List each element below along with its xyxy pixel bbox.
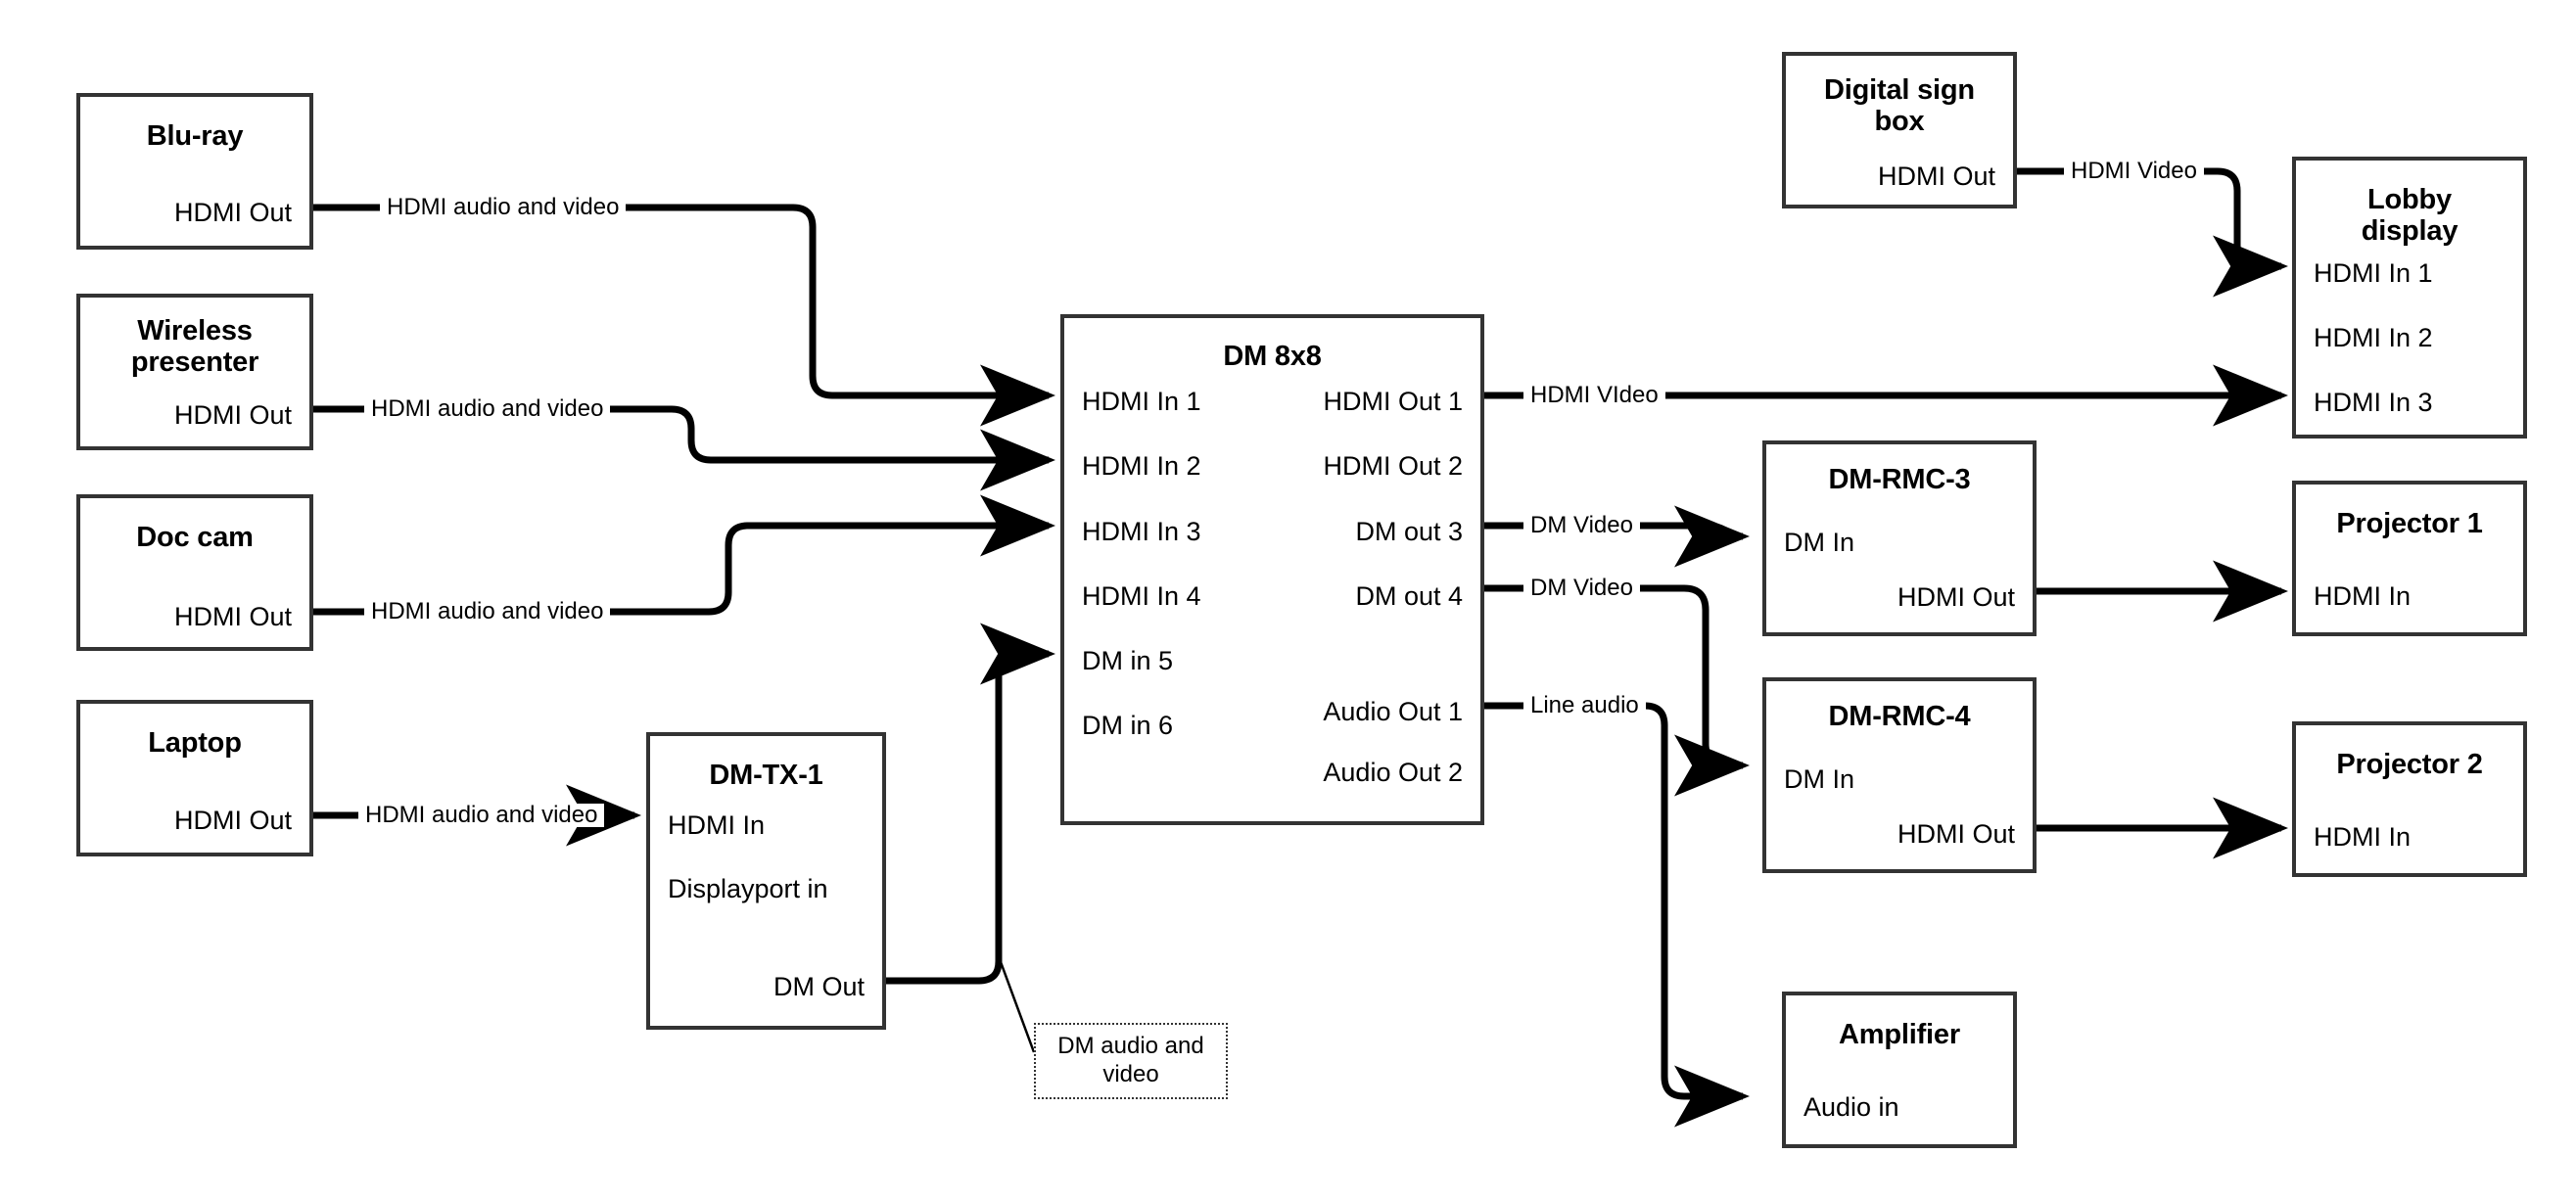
node-wireless-presenter-port-hdmi-out[interactable]: HDMI Out — [173, 400, 292, 430]
wire-label-doccam-to-in3: HDMI audio and video — [364, 600, 611, 624]
node-dm-tx-1-title: DM-TX-1 — [709, 760, 823, 791]
node-dm-8x8-input-hdmi-in-2[interactable]: HDMI In 2 — [1082, 451, 1201, 481]
node-wireless-presenter[interactable]: Wireless presenter HDMI Out — [76, 294, 313, 450]
node-bluray[interactable]: Blu-ray HDMI Out — [76, 93, 313, 250]
node-lobby-display-port-hdmi-in-1[interactable]: HDMI In 1 — [2314, 258, 2433, 288]
node-dm-rmc-3[interactable]: DM-RMC-3 DM In HDMI Out — [1762, 440, 2037, 636]
node-dm-8x8-input-hdmi-in-1[interactable]: HDMI In 1 — [1082, 387, 1201, 416]
node-doc-cam-port-hdmi-out[interactable]: HDMI Out — [173, 602, 292, 631]
node-dm-8x8-output-audio-out-1[interactable]: Audio Out 1 — [1323, 697, 1463, 726]
wire-label-dmout3-to-rmc3: DM Video — [1523, 514, 1640, 537]
node-laptop-title: Laptop — [148, 727, 242, 759]
node-bluray-title: Blu-ray — [146, 120, 244, 152]
node-dm-8x8-input-hdmi-in-4[interactable]: HDMI In 4 — [1082, 581, 1201, 611]
node-lobby-display[interactable]: Lobby display HDMI In 1 HDMI In 2 HDMI I… — [2292, 157, 2527, 439]
node-doc-cam-title: Doc cam — [136, 522, 254, 553]
node-projector-2-port-hdmi-in[interactable]: HDMI In — [2314, 822, 2412, 852]
callout-dm-audio-and-video: DM audio and video — [1034, 1023, 1228, 1099]
node-amplifier-title: Amplifier — [1839, 1019, 1960, 1050]
wire-sign-to-lobby-hdmi-in-1 — [2017, 167, 2288, 298]
node-digital-sign-box[interactable]: Digital sign box HDMI Out — [1782, 52, 2017, 208]
node-projector-1-title: Projector 1 — [2336, 508, 2483, 539]
node-dm-rmc-3-title: DM-RMC-3 — [1828, 464, 1971, 495]
node-dm-rmc-3-port-hdmi-out[interactable]: HDMI Out — [1897, 582, 2015, 612]
wire-label-dmout4-to-rmc4: DM Video — [1523, 577, 1640, 600]
node-dm-rmc-4[interactable]: DM-RMC-4 DM In HDMI Out — [1762, 677, 2037, 873]
node-dm-8x8-title: DM 8x8 — [1223, 341, 1322, 372]
node-dm-rmc-4-port-dm-in[interactable]: DM In — [1784, 764, 1855, 794]
node-amplifier-port-audio-in[interactable]: Audio in — [1803, 1092, 1899, 1122]
node-projector-1-port-hdmi-in[interactable]: HDMI In — [2314, 581, 2412, 611]
wire-label-sign-to-lobby: HDMI Video — [2064, 160, 2204, 183]
node-dm-8x8-output-dm-out-3[interactable]: DM out 3 — [1355, 517, 1463, 546]
wire-label-laptop-to-dmtx1: HDMI audio and video — [358, 804, 605, 827]
node-dm-8x8-input-dm-in-5[interactable]: DM in 5 — [1082, 646, 1174, 675]
node-projector-2[interactable]: Projector 2 HDMI In — [2292, 721, 2527, 877]
node-dm-rmc-3-port-dm-in[interactable]: DM In — [1784, 528, 1855, 557]
node-laptop-port-hdmi-out[interactable]: HDMI Out — [173, 806, 292, 835]
wire-label-audioout1-to-amp: Line audio — [1523, 694, 1646, 717]
wire-dmout3-to-rmc3 — [1484, 505, 1750, 568]
node-dm-tx-1-port-dm-out[interactable]: DM Out — [773, 972, 865, 1001]
node-amplifier[interactable]: Amplifier Audio in — [1782, 992, 2017, 1148]
node-dm-tx-1-port-hdmi-in[interactable]: HDMI In — [668, 810, 766, 840]
node-dm-tx-1[interactable]: DM-TX-1 HDMI In Displayport in DM Out — [646, 732, 886, 1030]
node-wireless-presenter-title: Wireless presenter — [130, 315, 259, 379]
node-dm-8x8-output-hdmi-out-1[interactable]: HDMI Out 1 — [1323, 387, 1463, 416]
node-lobby-display-port-hdmi-in-2[interactable]: HDMI In 2 — [2314, 323, 2433, 352]
node-projector-1[interactable]: Projector 1 HDMI In — [2292, 481, 2527, 636]
node-dm-8x8-input-dm-in-6[interactable]: DM in 6 — [1082, 711, 1174, 740]
wire-doccam-to-hdmi-in-3 — [313, 494, 1055, 616]
node-laptop[interactable]: Laptop HDMI Out — [76, 700, 313, 856]
node-lobby-display-title: Lobby display — [2361, 184, 2459, 248]
node-dm-8x8-output-hdmi-out-2[interactable]: HDMI Out 2 — [1323, 451, 1463, 481]
node-dm-rmc-4-port-hdmi-out[interactable]: HDMI Out — [1897, 819, 2015, 849]
wire-label-bluray-to-in1: HDMI audio and video — [380, 196, 627, 219]
node-bluray-port-hdmi-out[interactable]: HDMI Out — [173, 198, 292, 227]
callout-leader-line — [998, 958, 1036, 1053]
node-lobby-display-port-hdmi-in-3[interactable]: HDMI In 3 — [2314, 388, 2433, 417]
node-dm-8x8[interactable]: DM 8x8 HDMI In 1 HDMI In 2 HDMI In 3 HDM… — [1060, 314, 1484, 825]
wire-wireless-to-hdmi-in-2 — [313, 405, 1055, 491]
wire-audioout1-to-amplifier — [1484, 702, 1750, 1128]
wire-label-hdmiout1-to-lobby: HDMI VIdeo — [1523, 384, 1665, 407]
wire-label-wireless-to-in2: HDMI audio and video — [364, 397, 611, 421]
wire-dmtx1-to-dm-in-5 — [886, 623, 1055, 985]
node-dm-tx-1-port-displayport-in[interactable]: Displayport in — [668, 874, 828, 903]
node-dm-8x8-output-dm-out-4[interactable]: DM out 4 — [1355, 581, 1463, 611]
node-digital-sign-box-title: Digital sign box — [1824, 74, 1975, 138]
node-doc-cam[interactable]: Doc cam HDMI Out — [76, 494, 313, 651]
node-projector-2-title: Projector 2 — [2336, 749, 2483, 780]
node-dm-8x8-input-hdmi-in-3[interactable]: HDMI In 3 — [1082, 517, 1201, 546]
wire-dmout4-to-rmc4 — [1484, 584, 1750, 797]
node-dm-rmc-4-title: DM-RMC-4 — [1828, 701, 1971, 732]
wire-bluray-to-hdmi-in-1 — [313, 204, 1055, 427]
node-digital-sign-box-port-hdmi-out[interactable]: HDMI Out — [1877, 162, 1995, 191]
node-dm-8x8-output-audio-out-2[interactable]: Audio Out 2 — [1323, 758, 1463, 787]
